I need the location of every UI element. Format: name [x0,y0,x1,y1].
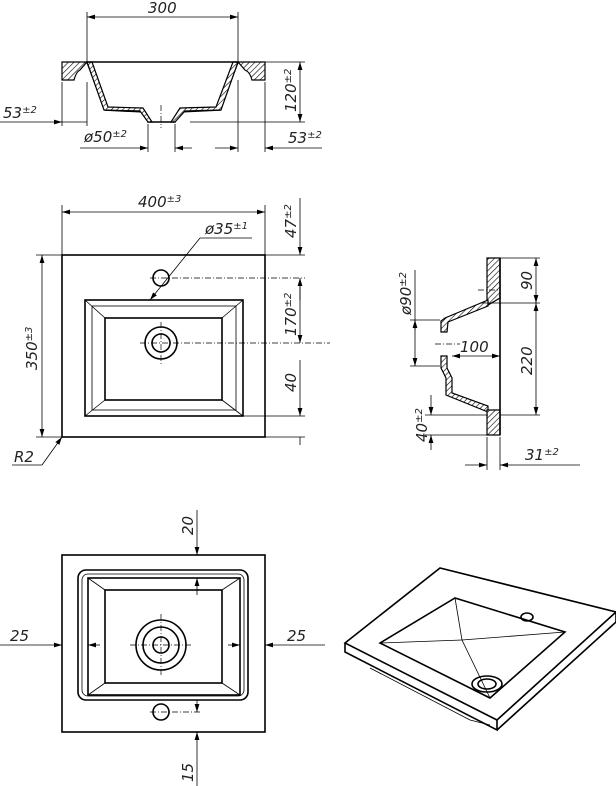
rim-thickness-dimension: 31±2 [525,446,559,464]
drain-offset-dimension: 170±2 [282,293,300,336]
section-view: 300 120±2 53±2 ø50±2 53±2 [0,0,322,152]
top-offset-dimension: 90 [518,271,536,290]
bowl-length-dimension: 220 [518,346,536,375]
bowl-depth-dimension: 100 [460,338,489,356]
left-margin-dimension: 25 [10,627,29,645]
right-margin-dimension: 25 [287,627,306,645]
height-dimension: 120±2 [282,69,300,112]
offset-left-dimension: 53±2 [3,104,37,122]
tap-offset-dimension: 47±2 [282,204,300,238]
top-margin-dimension: 20 [179,516,197,535]
width-dimension: 300 [148,0,177,17]
corner-radius-label: R2 [14,448,34,466]
plan-width-dimension: 400±3 [138,193,181,211]
isometric-view [343,567,616,732]
plan-view: 400±3 ø35±1 47±2 170±2 40 350±3 R2 [12,193,330,466]
drain-diameter-dimension: ø50±2 [83,128,127,146]
drain-diameter-dimension: ø90±2 [397,272,415,316]
front-offset-dimension: 40 [282,373,300,392]
depth-dimension: 350±3 [23,327,41,370]
front-offset-dimension: 40±2 [413,408,431,442]
tap-hole-dimension: ø35±1 [204,220,248,238]
bottom-margin-dimension: 15 [179,763,197,782]
side-view: 90 220 ø90±2 100 40±2 31±2 [397,257,580,470]
offset-right-dimension: 53±2 [288,129,322,147]
bottom-view: 20 25 25 15 [0,510,325,786]
